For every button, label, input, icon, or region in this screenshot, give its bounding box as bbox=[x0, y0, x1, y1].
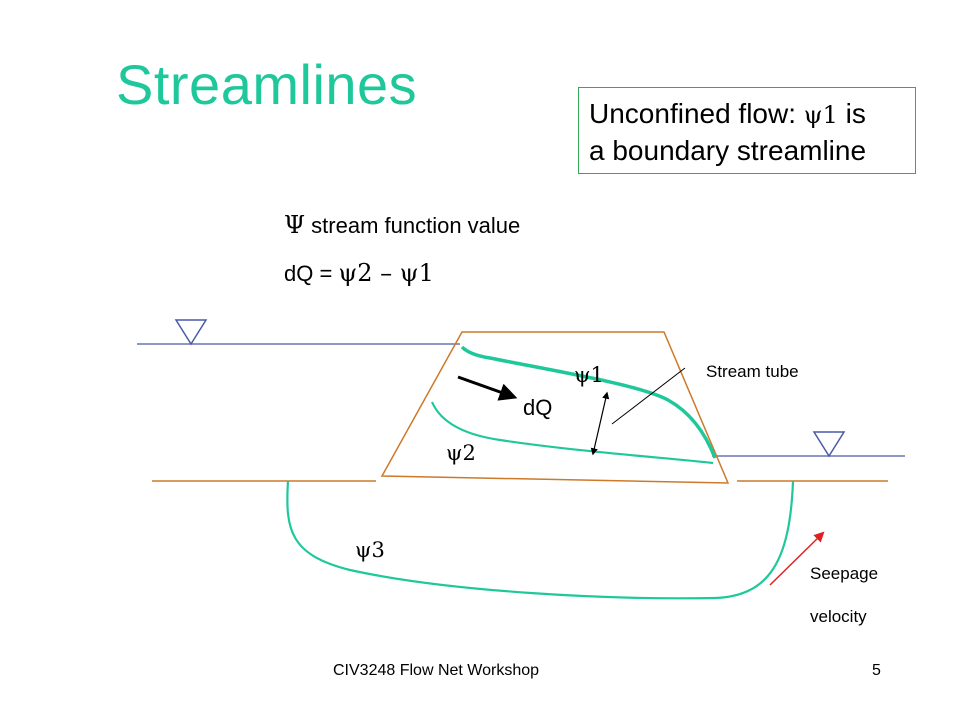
psi1-label: ψ1 bbox=[574, 363, 604, 387]
unconfined-flow-note: Unconfined flow: ψ1 is a boundary stream… bbox=[578, 87, 916, 174]
stream-tube-leader-line bbox=[611, 367, 686, 425]
note-psi-symbol: ψ1 bbox=[803, 101, 838, 129]
note-text-b: is bbox=[837, 98, 866, 129]
page-number: 5 bbox=[872, 662, 881, 679]
footer-title: CIV3248 Flow Net Workshop bbox=[333, 662, 540, 679]
streamline-psi2 bbox=[430, 401, 714, 465]
seepage-velocity-arrow bbox=[769, 531, 825, 586]
note-line-2: a boundary streamline bbox=[589, 135, 867, 166]
dam-outline bbox=[380, 331, 730, 484]
psi3-label: ψ3 bbox=[355, 538, 385, 562]
seepage-label-line1: Seepage bbox=[810, 564, 878, 583]
flow-equation: dQ = ψ2 – ψ1 bbox=[284, 259, 434, 287]
dq-direction-arrow bbox=[457, 375, 518, 401]
definition-text: stream function value bbox=[305, 213, 521, 238]
slide-title: Streamlines bbox=[116, 53, 418, 116]
downstream-water-level-icon bbox=[812, 431, 846, 458]
note-text-a: Unconfined flow: bbox=[589, 98, 804, 129]
equation-prefix: dQ = bbox=[284, 261, 339, 286]
streamline-psi1 bbox=[460, 345, 717, 459]
streamline-psi3 bbox=[286, 480, 795, 600]
stream-tube-label: Stream tube bbox=[706, 362, 799, 381]
capital-psi-symbol: Ψ bbox=[284, 211, 306, 239]
psi2-label: ψ2 bbox=[446, 441, 476, 465]
note-line-1: Unconfined flow: ψ1 is bbox=[589, 96, 905, 133]
seepage-label-line2: velocity bbox=[810, 607, 867, 626]
stream-tube-width-arrow bbox=[590, 391, 610, 456]
upstream-water-level-icon bbox=[174, 319, 208, 346]
stream-function-definition: Ψ stream function value bbox=[284, 211, 520, 239]
dq-label: dQ bbox=[523, 395, 552, 420]
equation-expression: ψ2 – ψ1 bbox=[338, 259, 434, 287]
